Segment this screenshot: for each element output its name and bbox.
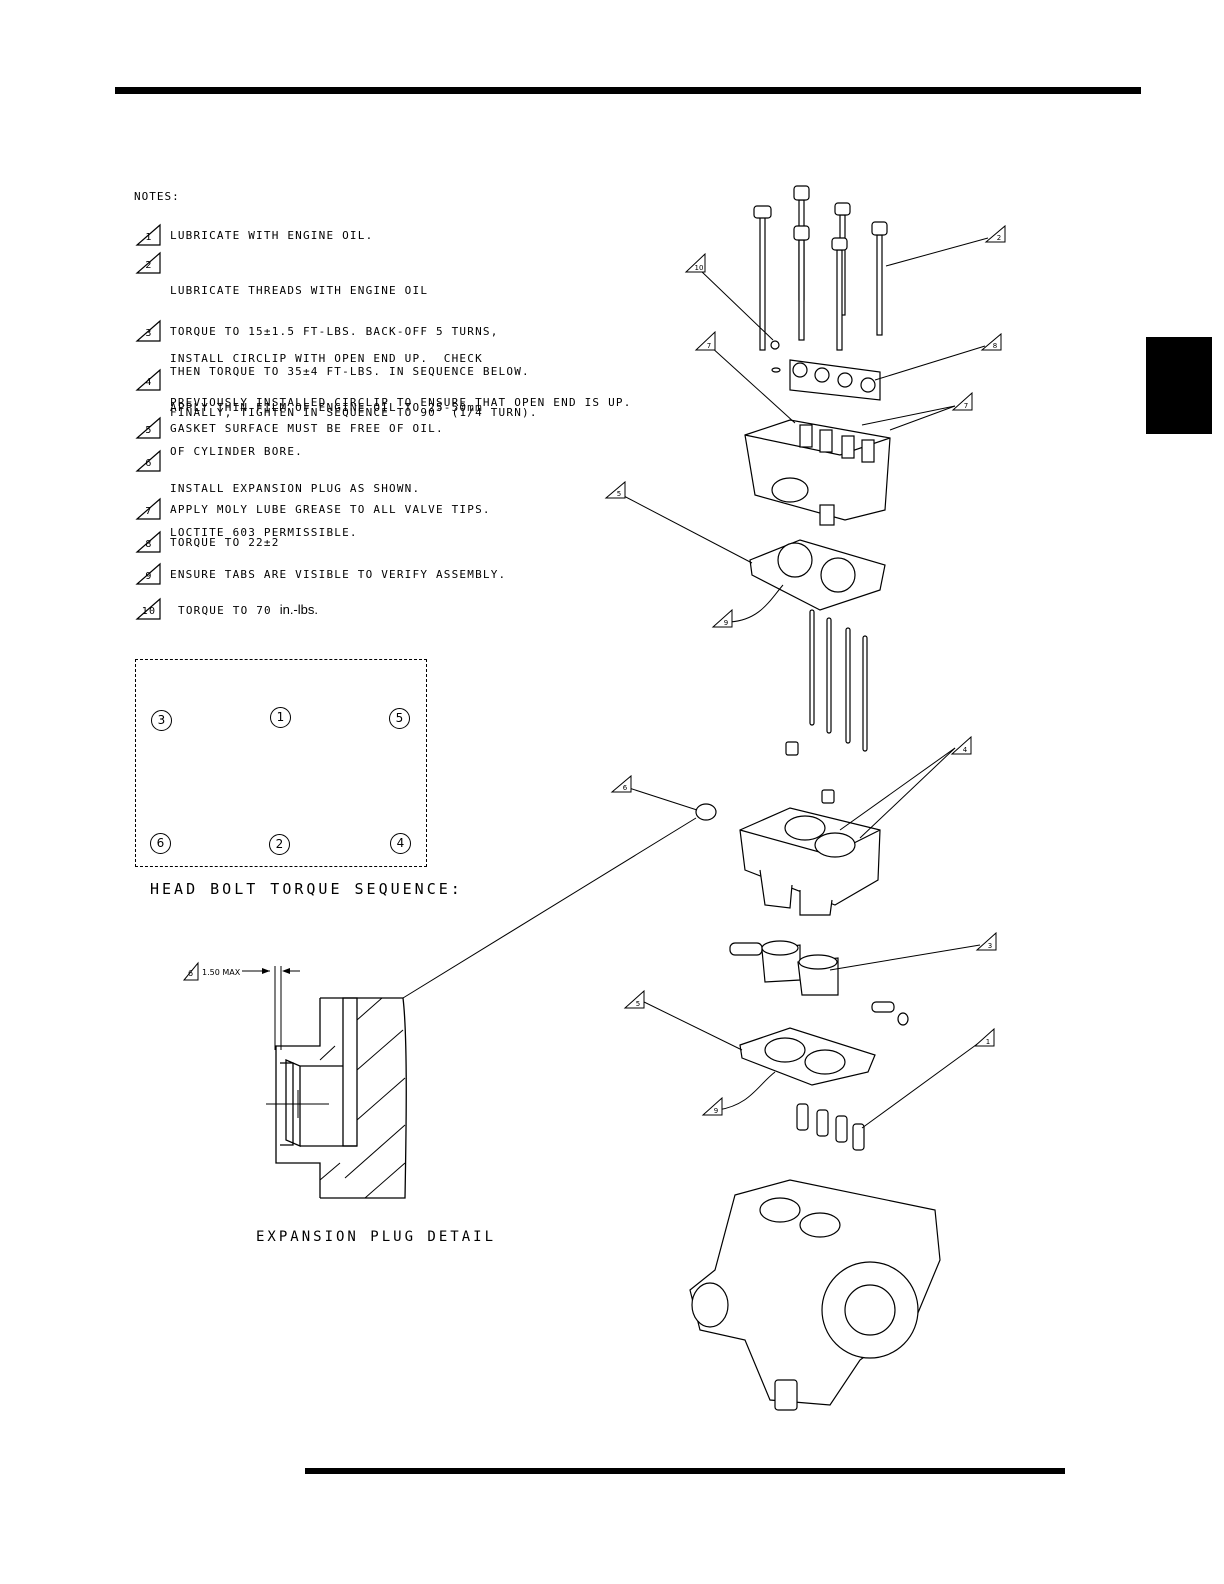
note-triangle-icon: 8 [134, 530, 164, 554]
bottom-rule [305, 1468, 1065, 1474]
note-triangle-icon: 10 [134, 597, 164, 621]
note-line: TORQUE TO 15±1.5 FT-LBS. BACK-OFF 5 TURN… [170, 324, 499, 338]
note-unit: in.-lbs. [279, 602, 318, 617]
note-line: INSTALL EXPANSION PLUG AS SHOWN. [170, 482, 421, 495]
note-line: APPLY MOLY LUBE GREASE TO ALL VALVE TIPS… [170, 503, 491, 516]
callout-label: 7 [707, 342, 711, 350]
callout-label: 2 [997, 234, 1001, 242]
callout-label: 1 [986, 1038, 990, 1046]
sequence-number: 4 [390, 833, 411, 854]
note-triangle-icon: 7 [134, 497, 164, 521]
sequence-number: 1 [270, 707, 291, 728]
callout-label: 6 [623, 784, 628, 792]
callout-label: 9 [724, 619, 728, 627]
plug-note-num: 6 [188, 969, 194, 978]
note-line: LUBRICATE THREADS WITH ENGINE OIL [170, 284, 429, 297]
note-line: LUBRICATE WITH ENGINE OIL. [170, 229, 374, 242]
sequence-number: 6 [150, 833, 171, 854]
torque-sequence-title: HEAD BOLT TORQUE SEQUENCE: [150, 880, 463, 898]
torque-sequence-box: 3 1 5 6 2 4 [135, 659, 427, 867]
callout-label: 9 [714, 1107, 718, 1115]
callout-label: 4 [963, 746, 968, 754]
note-triangle-icon: 9 [134, 562, 164, 586]
note-line: INSTALL CIRCLIP WITH OPEN END UP. CHECK [170, 352, 483, 365]
notes-heading: NOTES: [134, 190, 180, 203]
chapter-tab [1146, 337, 1212, 434]
callout-label: 10 [695, 264, 704, 272]
note-triangle-icon: 5 [134, 416, 164, 440]
note-line: THEN TORQUE TO 35±4 FT-LBS. IN SEQUENCE … [170, 365, 530, 378]
note-line: TORQUE TO 70 [178, 604, 272, 617]
sequence-number: 5 [389, 708, 410, 729]
note-triangle-icon: 1 [134, 223, 164, 247]
note-triangle-icon: 2 [134, 251, 164, 275]
sequence-number: 3 [151, 710, 172, 731]
note-triangle-icon: 4 [134, 368, 164, 392]
note-line: APPLY THIN FILM OF ENGINE OIL TO 25-50mm [170, 401, 483, 414]
note-line: ENSURE TABS ARE VISIBLE TO VERIFY ASSEMB… [170, 568, 507, 581]
callout-label: 8 [993, 342, 997, 350]
plug-detail-title: EXPANSION PLUG DETAIL [256, 1229, 497, 1245]
note-line: PREVIOUSLY INSTALLED CIRCLIP TO ENSURE T… [170, 395, 632, 409]
note-line: LOCTITE 603 PERMISSIBLE. [170, 525, 358, 539]
top-rule [115, 87, 1141, 94]
callout-label: 3 [988, 942, 992, 950]
note-line: TORQUE TO 22±2 [170, 536, 280, 549]
note-line: FINALLY, TIGHTEN IN SEQUENCE TO 90° (1/4… [170, 405, 538, 419]
note-triangle-icon: 3 [134, 319, 164, 343]
note-triangle-icon: 6 [134, 449, 164, 473]
callout-label: 5 [636, 1000, 640, 1008]
callout-label: 7 [964, 402, 968, 410]
note-line: OF CYLINDER BORE. [170, 444, 303, 458]
sequence-number: 2 [269, 834, 290, 855]
callout-label: 5 [617, 490, 621, 498]
note-line: GASKET SURFACE MUST BE FREE OF OIL. [170, 422, 444, 435]
